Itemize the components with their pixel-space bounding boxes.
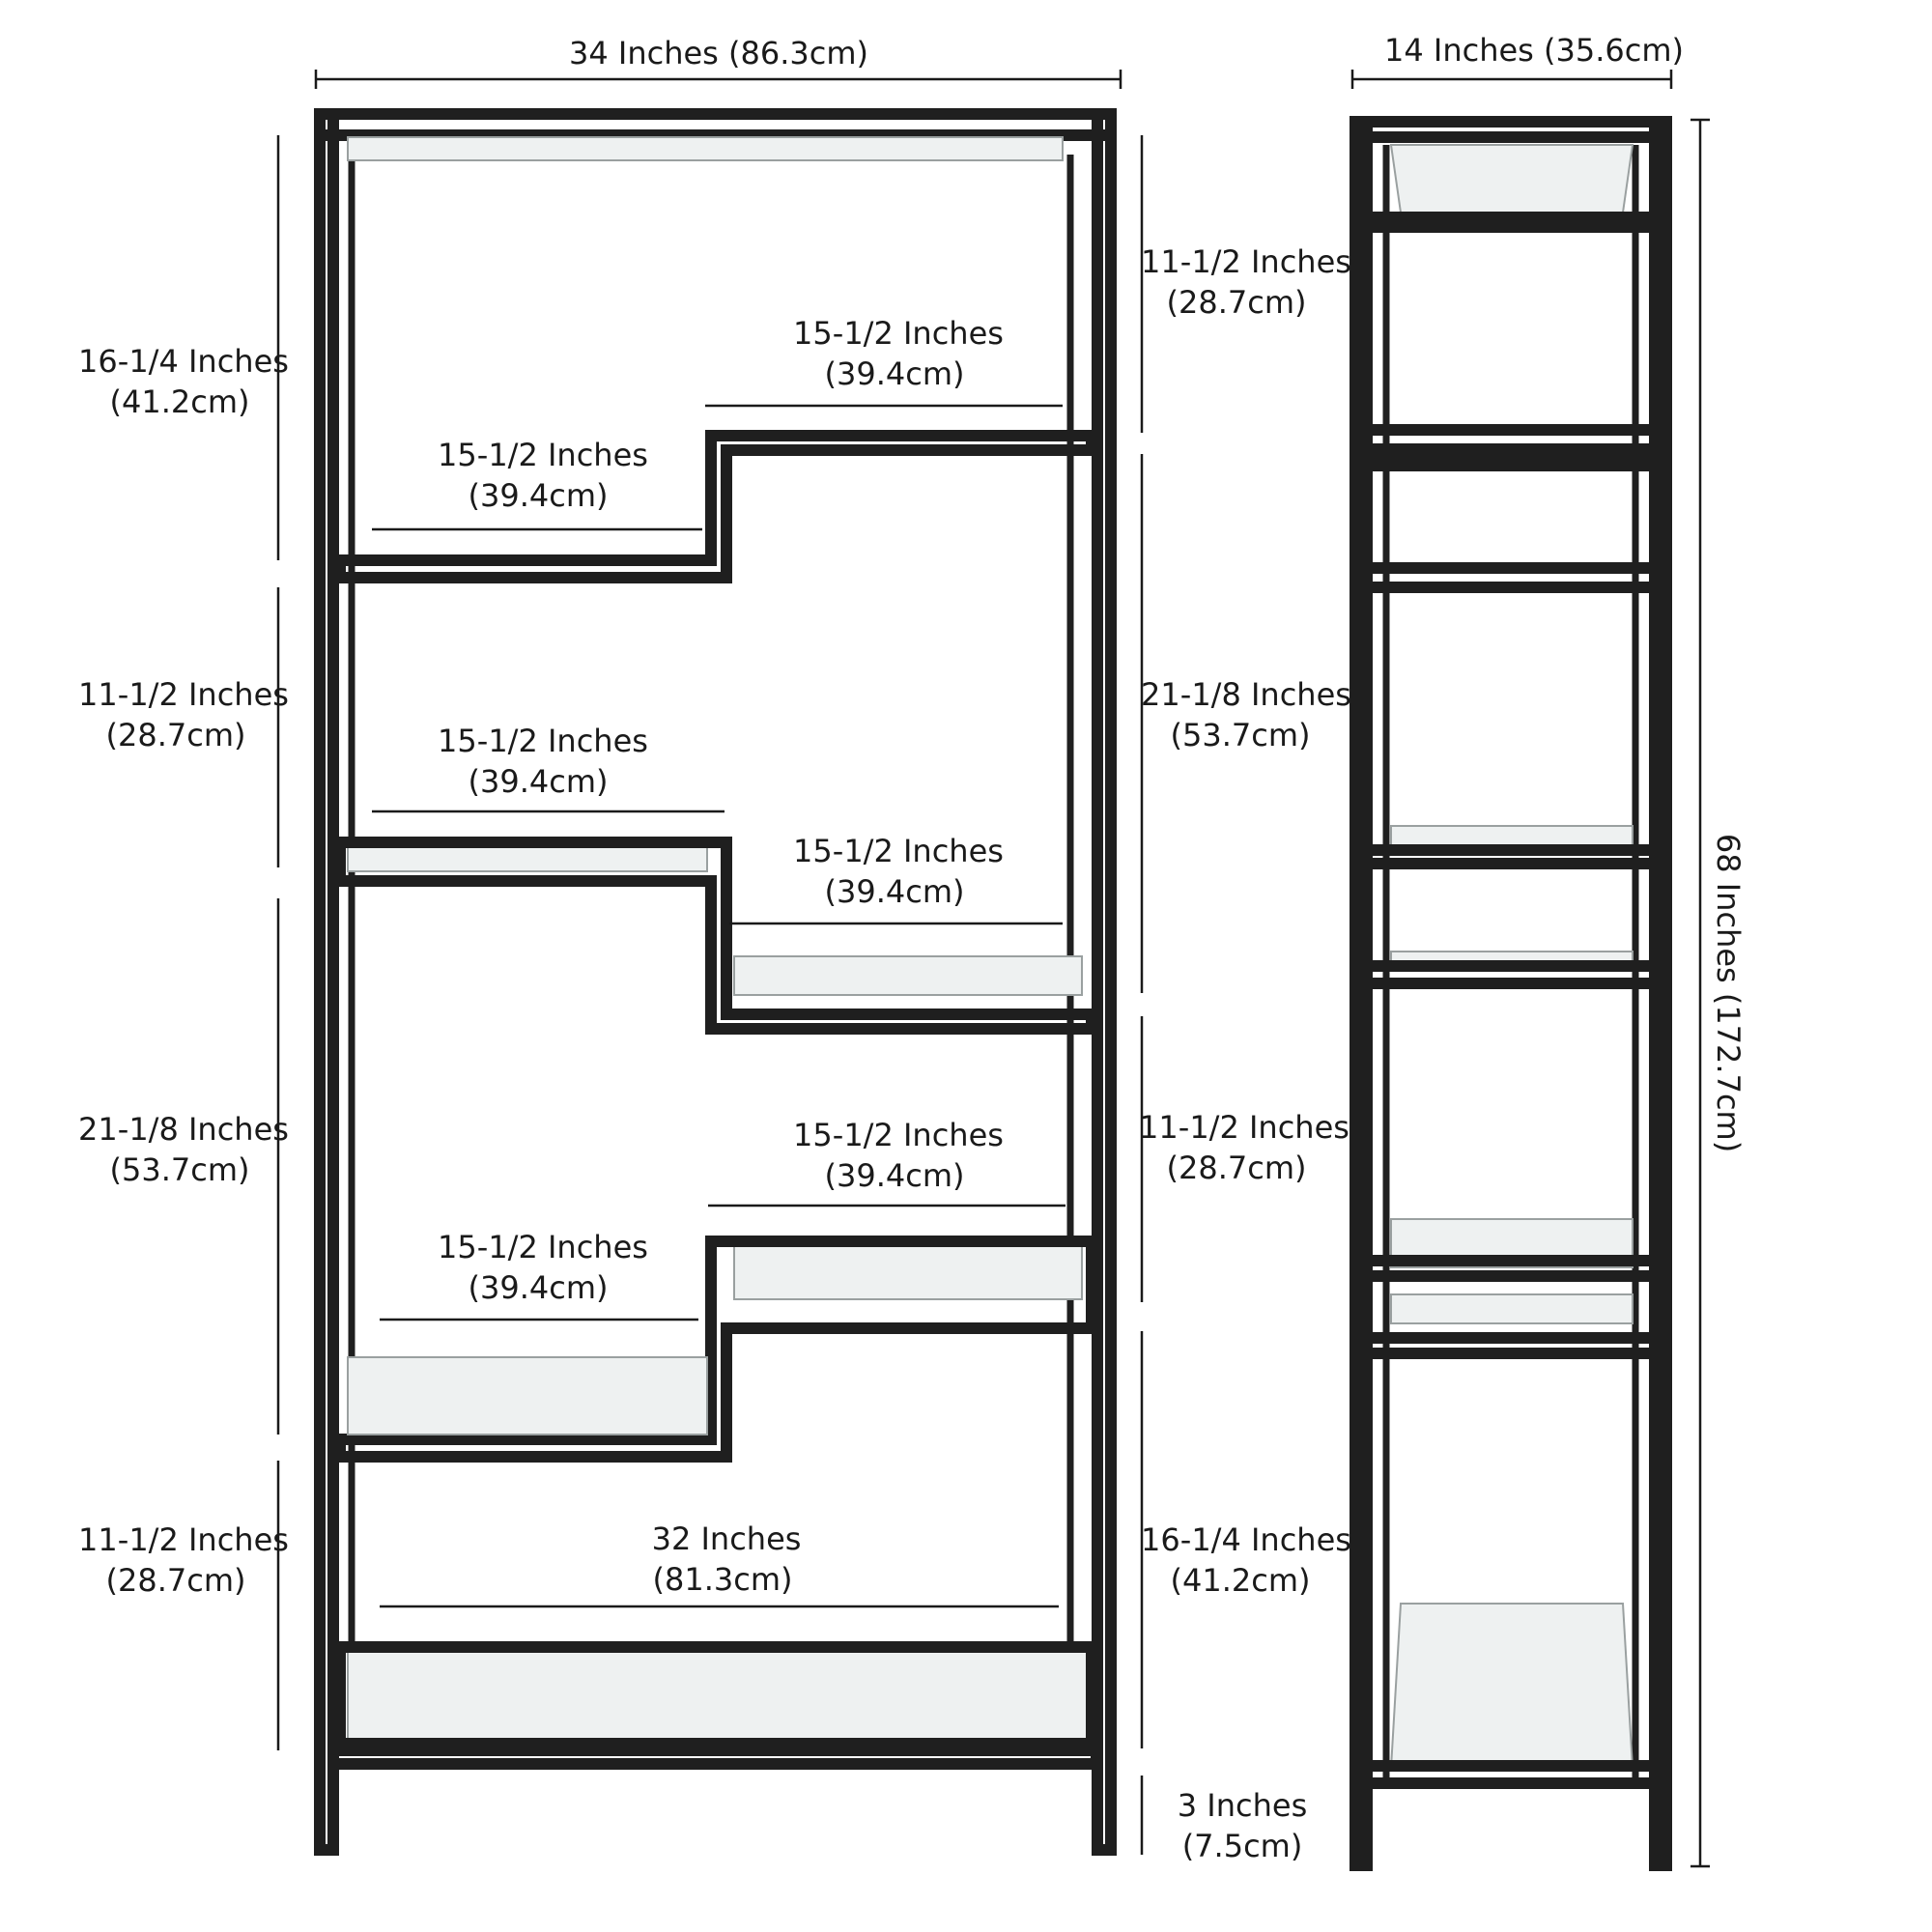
front-shelf-step-1 [334, 430, 1097, 583]
front-bottom-rail [327, 1745, 1102, 1770]
side-shelf-2 [1361, 844, 1662, 869]
side-shelf-4 [1361, 1255, 1662, 1282]
shelf-width-dim-arrows [372, 404, 1065, 1608]
right-dim-2-line1: 21-1/8 Inches [1141, 676, 1351, 713]
front-shelf-glass-2r [733, 955, 1083, 996]
side-left-post [1350, 116, 1373, 1871]
overall-width-label: 34 Inches (86.3cm) [569, 35, 868, 71]
shelf-width-7-line1: 32 Inches [652, 1520, 802, 1557]
shelf-width-5-line1: 15-1/2 Inches [793, 1117, 1004, 1153]
right-dim-4-line2: (41.2cm) [1171, 1562, 1311, 1599]
side-shelf-5 [1361, 1332, 1662, 1359]
depth-label: 14 Inches (35.6cm) [1384, 32, 1684, 69]
front-shelf-glass-3r [733, 1240, 1083, 1300]
right-dim-2-line2: (53.7cm) [1171, 717, 1311, 753]
left-dim-2-line2: (28.7cm) [106, 717, 246, 753]
front-shelf-step-3 [334, 1236, 1097, 1463]
front-view-bookcase [314, 108, 1117, 1856]
side-bottom-glass [1389, 1603, 1634, 1769]
front-shelf-glass-3l [347, 1356, 708, 1435]
shelf-width-2-line2: (39.4cm) [469, 477, 609, 514]
right-dim-5-line1: 3 Inches [1178, 1787, 1307, 1824]
shelf-width-7-line2: (81.3cm) [653, 1561, 793, 1598]
left-dim-1-line1: 16-1/4 Inches [78, 343, 289, 380]
left-dim-3-line2: (53.7cm) [110, 1151, 250, 1188]
side-shelf-1a [1361, 212, 1662, 233]
shelf-width-1-line2: (39.4cm) [825, 355, 965, 392]
front-top-glass [347, 136, 1064, 161]
right-dim-1-line1: 11-1/2 Inches [1141, 243, 1351, 280]
left-dim-4-line2: (28.7cm) [106, 1562, 246, 1599]
side-bottom-rail [1361, 1760, 1662, 1789]
side-shelf-1b [1361, 450, 1662, 471]
left-dim-4-line1: 11-1/2 Inches [78, 1521, 289, 1558]
shelf-width-4-line1: 15-1/2 Inches [793, 833, 1004, 869]
side-top-glass [1389, 144, 1634, 213]
left-dim-2-line1: 11-1/2 Inches [78, 676, 289, 713]
side-shelf-3 [1361, 960, 1662, 989]
side-glass-5 [1390, 1293, 1634, 1324]
left-dim-3-line1: 21-1/8 Inches [78, 1111, 289, 1148]
shelf-width-3-line2: (39.4cm) [469, 763, 609, 800]
front-left-post [314, 108, 339, 1856]
side-top-rail [1350, 116, 1672, 143]
side-right-post [1649, 116, 1672, 1871]
right-dim-4-line1: 16-1/4 Inches [1141, 1521, 1351, 1558]
front-top-rail [314, 108, 1117, 141]
shelf-width-1-line1: 15-1/2 Inches [793, 315, 1004, 352]
right-dim-1-line2: (28.7cm) [1167, 284, 1307, 321]
right-dim-3-line1: 11-1/2 Inches [1139, 1109, 1350, 1146]
left-dim-1-line2: (41.2cm) [110, 384, 250, 420]
front-right-post [1092, 108, 1117, 1856]
side-view-bookcase [1350, 116, 1672, 1871]
shelf-width-4-line2: (39.4cm) [825, 873, 965, 910]
shelf-width-2-line1: 15-1/2 Inches [438, 437, 648, 473]
height-label: 68 Inches (172.7cm) [1710, 834, 1747, 1152]
front-bottom-frame [334, 1641, 1097, 1749]
shelf-width-6-line1: 15-1/2 Inches [438, 1229, 648, 1265]
shelf-width-5-line2: (39.4cm) [825, 1157, 965, 1194]
shelf-width-6-line2: (39.4cm) [469, 1269, 609, 1306]
front-bottom-glass [347, 1646, 1088, 1745]
dimension-lines [276, 70, 1710, 1868]
side-shelf-1 [1361, 424, 1662, 455]
shelf-width-3-line1: 15-1/2 Inches [438, 723, 648, 759]
side-shelf-2a [1361, 562, 1662, 593]
right-dim-5-line2: (7.5cm) [1182, 1828, 1303, 1864]
front-shelf-step-2 [334, 837, 1097, 1035]
right-dim-3-line2: (28.7cm) [1167, 1150, 1307, 1186]
